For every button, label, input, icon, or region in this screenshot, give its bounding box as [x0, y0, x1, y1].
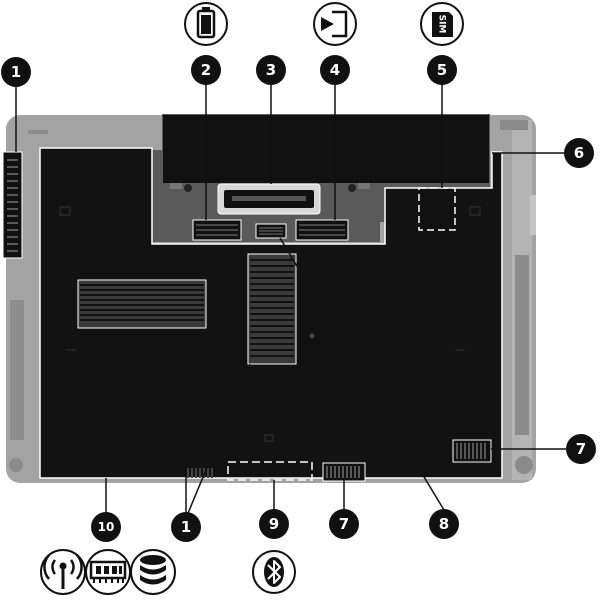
bay-marking-left	[170, 183, 182, 189]
callout-10-circle	[91, 512, 121, 542]
leader-8	[279, 237, 445, 511]
latch-screw-right	[348, 184, 356, 192]
callout: 7	[329, 509, 359, 539]
vent-large-horizontal	[77, 279, 207, 329]
leader-lines	[15, 82, 566, 519]
callout-8-label: 8	[439, 515, 449, 533]
callout: 6	[564, 138, 594, 168]
battery-icon	[184, 2, 228, 46]
bluetooth-compartment	[227, 461, 313, 481]
callout: 5	[427, 55, 457, 85]
battery-pack	[163, 115, 489, 183]
side-vent-frame	[2, 151, 23, 259]
sim-slot	[418, 187, 456, 231]
callout: 1	[1, 57, 31, 87]
docking-connector-icon	[313, 2, 357, 46]
callout-8-circle	[429, 509, 459, 539]
wireless-antenna-icon	[40, 549, 86, 595]
battery-release-latch	[192, 219, 242, 241]
callout: 10	[91, 512, 121, 542]
memory-module-icon	[85, 549, 131, 595]
callout-6-label: 6	[574, 144, 584, 162]
callout: 1	[171, 512, 201, 542]
callout-6-circle	[564, 138, 594, 168]
callout-1-left-label: 1	[11, 63, 21, 81]
callout-9-circle	[259, 509, 289, 539]
rubber-strip	[187, 468, 213, 478]
callout: 7	[566, 434, 596, 464]
battery-lock-latch	[295, 219, 349, 241]
vent-large-vertical	[247, 253, 297, 365]
rubber-foot-top-right	[500, 120, 528, 130]
callout: 9	[259, 509, 289, 539]
vent-bottom	[322, 462, 366, 482]
callout-4-circle	[320, 55, 350, 85]
sim-card-icon: SIM	[420, 2, 464, 46]
callout-4-label: 4	[330, 61, 340, 79]
callout-1-bottom-label: 1	[181, 518, 191, 536]
screw-center	[309, 333, 315, 339]
rubber-foot-top-left	[28, 130, 48, 134]
callout-7-bottom-label: 7	[339, 515, 349, 533]
bluetooth-icon	[252, 550, 296, 594]
callout-5-circle	[427, 55, 457, 85]
chassis-tab-right	[530, 195, 536, 235]
battery-bay-details	[170, 183, 370, 192]
callout-5-label: 5	[437, 61, 447, 79]
vent-right	[452, 439, 492, 463]
callout-1-bottom-circle	[171, 512, 201, 542]
rubber-foot-bottom-right	[515, 456, 533, 474]
callout-2-label: 2	[201, 61, 211, 79]
callout: 3	[256, 55, 286, 85]
leader-1-bottom-b	[185, 363, 251, 519]
chassis-edge-left	[10, 300, 24, 440]
side-vent	[2, 151, 23, 259]
callout-1-left-circle	[1, 57, 31, 87]
latch-screw-left	[184, 184, 192, 192]
callout-3-label: 3	[266, 61, 276, 79]
callout-10-label: 10	[98, 520, 115, 534]
rubber-foot-bottom-left	[9, 458, 23, 472]
sim-label: SIM	[437, 15, 447, 34]
callout-2-circle	[191, 55, 221, 85]
callout: 8	[429, 509, 459, 539]
callout-7-right-label: 7	[576, 440, 586, 458]
callout-9-label: 9	[269, 515, 279, 533]
callout-7-bottom-circle	[329, 509, 359, 539]
bay-marking-right	[358, 183, 370, 189]
callout: 2	[191, 55, 221, 85]
chassis-slot-right	[515, 255, 529, 435]
surface-marks	[59, 206, 481, 442]
docking-connector	[217, 183, 321, 215]
hard-drive-icon	[130, 549, 176, 595]
side-vent-slats	[7, 159, 18, 252]
callout: 4	[320, 55, 350, 85]
callout-3-circle	[256, 55, 286, 85]
small-vent	[255, 223, 287, 239]
callout-7-right-circle	[566, 434, 596, 464]
